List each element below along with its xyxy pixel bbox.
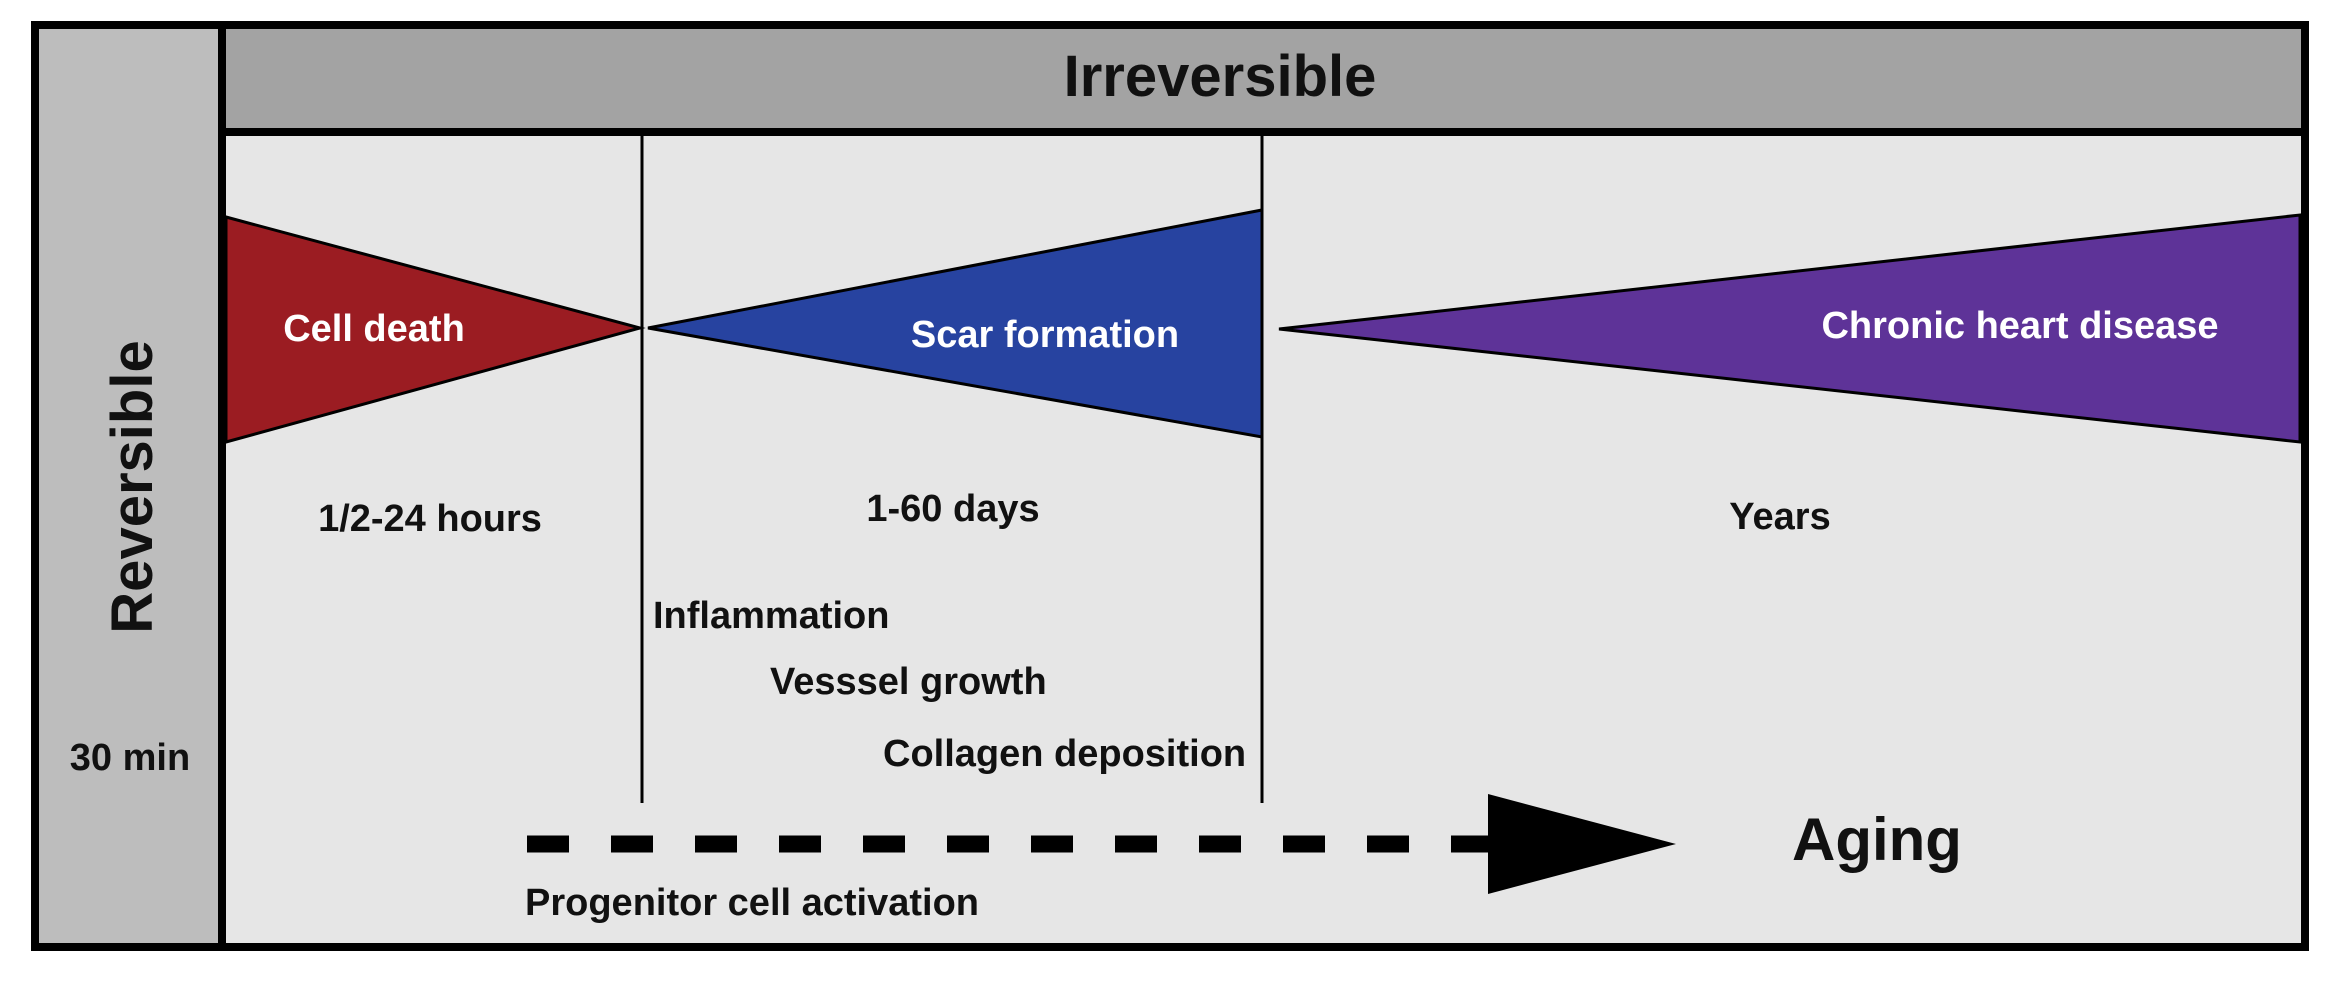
process-collagen-deposition: Collagen deposition bbox=[883, 733, 1246, 775]
chronic-disease-triangle bbox=[1278, 213, 2302, 444]
reversible-sidebar bbox=[35, 25, 222, 947]
progenitor-arrowhead bbox=[1488, 794, 1676, 894]
scar-formation-triangle bbox=[647, 208, 1264, 439]
process-inflammation: Inflammation bbox=[653, 595, 889, 637]
irreversible-header bbox=[222, 25, 2305, 132]
outer-border bbox=[31, 21, 2309, 951]
cell-death-label: Cell death bbox=[283, 308, 465, 350]
process-vessel-growth: Vesssel growth bbox=[770, 661, 1047, 703]
cell-death-triangle bbox=[224, 215, 646, 444]
scar-formation-label: Scar formation bbox=[911, 314, 1179, 356]
sidebar-title: Reversible bbox=[100, 340, 165, 633]
header-title: Irreversible bbox=[1064, 44, 1377, 109]
scar-formation-time: 1-60 days bbox=[866, 488, 1039, 530]
chronic-disease-label: Chronic heart disease bbox=[1821, 305, 2218, 347]
sidebar-time: 30 min bbox=[70, 737, 190, 779]
cell-death-time: 1/2-24 hours bbox=[318, 498, 542, 540]
aging-label: Aging bbox=[1792, 806, 1962, 873]
progenitor-label: Progenitor cell activation bbox=[525, 882, 979, 924]
chronic-disease-time: Years bbox=[1729, 496, 1830, 538]
